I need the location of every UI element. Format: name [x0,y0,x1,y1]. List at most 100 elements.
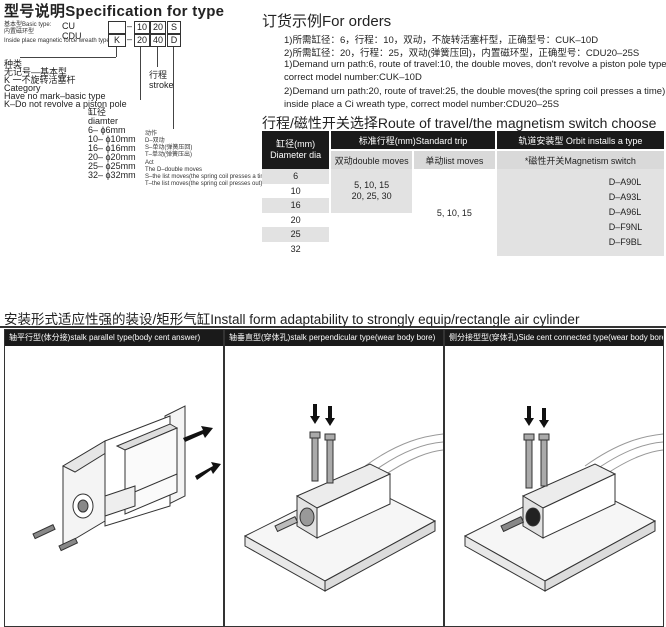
diameter-25: 25– ϕ25mm [88,161,136,171]
diameter-20: 20– ϕ20mm [88,152,136,162]
dia-row-10: 10 [262,183,331,198]
bolt-left-2 [58,537,79,552]
diameter-cn: 缸径 [88,107,107,117]
magnetic-type-label-en: Inside place magnetic force wreath type [4,38,110,44]
diameter-10: 10– ϕ10mm [88,134,136,144]
code-box-10: 10 [134,21,150,34]
double-stroke-values: 5, 10, 15 20, 25, 30 [329,169,414,213]
category-cn: 种类 [4,59,23,69]
dia-row-25: 25 [262,227,331,242]
act-cn-2: S–单动(弹簧压回) [145,145,193,151]
col-magnet: *磁性开关Magnetism switch [494,149,664,169]
col-orbit: 轨道安装型 Orbit installs a type [494,131,664,150]
leader-stroke [157,47,158,67]
order-line-5: 2)Demand urn path:20, route of travel:25… [284,86,666,97]
code-box-20b: 20 [134,34,150,47]
double-stroke-line-2: 20, 25, 30 [351,190,392,201]
code-box-20: 20 [150,21,166,34]
dia-row-6: 6 [262,169,331,184]
arrow-down-icon [524,406,549,428]
diameter-32: 32– ϕ32mm [88,170,136,180]
col-standard-trip: 标准行程(mm)Standard trip [329,131,496,150]
code-box-40: 40 [150,34,166,47]
diameter-16: 16– ϕ16mm [88,143,136,153]
switch-f9bl: D–F9BL [608,237,642,247]
col-single: 单动list moves [412,149,496,169]
bolt-2 [540,437,548,487]
switch-a90l: D–A90L [608,177,642,187]
magnetic-type-label: 内置磁环型 [4,29,35,35]
category-line-2: K 一不旋转活塞杆 [4,75,76,85]
stroke-cn: 行程 [149,70,168,80]
category-line-1: 无记号—基本型 [4,67,68,77]
bolt-left-1 [32,524,56,540]
category-en-2: K–Do not revolve a piston pole [4,99,127,109]
diameter-en: diamter [88,116,119,126]
route-title: 行程/磁性开关选择Route of travel/the magnetism s… [262,115,657,131]
order-line-2: 2)所需缸径：20，行程：25，双动(弹簧压回)，内置磁环型，正确型号：CDU2… [284,48,640,59]
bolt-1 [525,437,533,489]
code-box-d: D [167,34,181,47]
magnetic-type-code: CDU [62,31,82,41]
double-stroke-empty [329,212,414,256]
install-panel-side: 侧分接型型(穿体孔)Side cent connected type(wear … [444,329,664,627]
panel-parallel-header: 轴平行型(体分接)stalk parallel type(body cent a… [5,330,223,346]
col-diameter: 缸径(mm) Diameter dia [262,131,331,169]
single-stroke-values: 5, 10, 15 [412,169,496,256]
switch-a93l: D–A93L [608,192,642,202]
dia-row-16: 16 [262,198,331,213]
basic-type-label: 基本型Basic type: [4,22,52,28]
leader-diameter [140,47,141,100]
install-title-rule [0,326,666,328]
act-cn-3: T–单动(弹簧压出) [145,152,192,158]
panel-side-header: 侧分接型型(穿体孔)Side cent connected type(wear … [445,330,663,346]
act-cn-0: 动作 [145,131,158,137]
leader-act [173,47,174,129]
install-panel-perpendicular: 轴垂直型(穿体孔)stalk perpendicular type(wear b… [224,329,444,627]
side-cylinder-illustration [463,406,663,592]
parallel-cylinder-illustration [32,405,221,552]
leader-category-h [20,57,116,58]
order-line-6: inside place a Ci wreath type, correct m… [284,99,560,110]
spec-title: 型号说明Specification for type [4,3,225,20]
order-line-3: 1)Demand urn path:6, route of travel:10,… [284,59,666,70]
stroke-en: stroke [149,80,174,90]
leader-category [116,47,117,57]
act-en: Act [145,160,154,166]
diameter-6: 6– ϕ6mm [88,125,126,135]
piston-rod [274,516,299,533]
act-en-1: The D–double moves [145,167,203,173]
order-title: 订货示例For orders [262,13,392,30]
route-table: 缸径(mm) Diameter dia 标准行程(mm)Standard tri… [262,131,664,256]
bolt-1 [311,435,319,482]
code-dash-1: – [127,21,133,31]
order-line-1: 1)所需缸径：6，行程：10，双动，不旋转活塞杆型，正确型号：CUK–10D [284,35,599,46]
act-cn-1: D–双动 [145,138,165,144]
col-diameter-cn: 缸径(mm) [276,139,316,149]
arrow-icon [183,426,221,480]
order-line-4: correct model number:CUK–10D [284,72,422,83]
act-en-2: S–the list moves(the spring coil presses… [145,174,271,180]
perpendicular-cylinder-illustration [243,404,443,592]
switch-f9nl: D–F9NL [608,222,643,232]
col-diameter-en: Diameter dia [270,150,322,160]
dia-row-32: 32 [262,241,331,256]
col-double: 双动double moves [329,149,414,169]
arrow-down-icon [310,404,335,426]
piston-rod [500,516,525,533]
category-en: Category [4,83,41,93]
code-box-s: S [167,21,181,34]
category-en-1: Have no mark–basic type [4,91,106,101]
act-en-3: T–the list moves(the spring coil presses… [145,181,263,187]
bolt-2 [326,437,334,484]
install-title: 安装形式适应性强的装设/矩形气缸Install form adaptabilit… [4,312,580,327]
magnet-switch-list: D–A90L D–A93L D–A96L D–F9NL D–F9BL [494,169,664,256]
code-box-k: K [108,34,126,47]
switch-a96l: D–A96L [608,207,642,217]
code-box-blank [108,21,126,34]
code-dash-2: – [127,34,133,44]
dia-row-20: 20 [262,212,331,227]
install-panel-parallel: 轴平行型(体分接)stalk parallel type(body cent a… [4,329,224,627]
basic-type-code: CU [62,21,75,31]
panel-perpendicular-header: 轴垂直型(穿体孔)stalk perpendicular type(wear b… [225,330,443,346]
